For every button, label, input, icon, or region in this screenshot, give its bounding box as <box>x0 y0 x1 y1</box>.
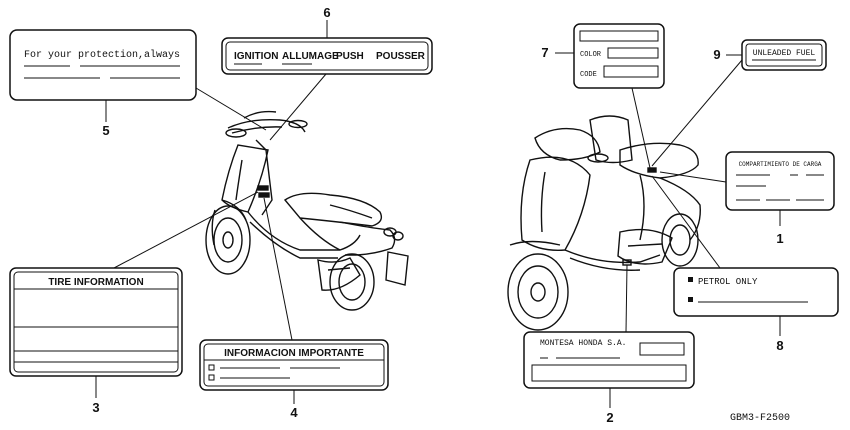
label-5-panel: For your protection,always <box>9 29 197 101</box>
leader-lines <box>113 59 743 341</box>
label-5-text: For your protection,always <box>24 49 180 61</box>
ignition-word-2: ALLUMAGE <box>282 51 339 62</box>
label-6-panel: IGNITION ALLUMAGE PUSH POUSSER <box>221 37 433 75</box>
label-9-panel: UNLEADED FUEL <box>741 39 827 71</box>
label-8-panel: PETROL ONLY <box>673 267 839 317</box>
color-label: COLOR <box>580 51 602 59</box>
callout-1: 1 <box>776 231 783 246</box>
label-1-panel: COMPARTIMIENTO DE CARGA <box>725 151 835 211</box>
callout-2: 2 <box>606 410 613 425</box>
petrol-text: PETROL ONLY <box>698 277 758 287</box>
scooter-left <box>205 110 409 311</box>
ignition-word-3: PUSH <box>336 51 364 62</box>
callout-9: 9 <box>713 47 720 62</box>
code-label: CODE <box>580 71 597 79</box>
tire-info-title: TIRE INFORMATION <box>48 277 143 288</box>
compartimiento-text: COMPARTIMIENTO DE CARGA <box>739 161 822 168</box>
callout-6: 6 <box>323 5 330 20</box>
montesa-text: MONTESA HONDA S.A. <box>540 339 626 348</box>
label-7-panel: COLOR CODE <box>573 23 665 89</box>
scooter-right <box>507 115 701 331</box>
unleaded-text: UNLEADED FUEL <box>753 49 816 58</box>
callout-3: 3 <box>92 400 99 415</box>
callout-7: 7 <box>541 45 548 60</box>
callout-8: 8 <box>776 338 783 353</box>
diagram-code: GBM3-F2500 <box>730 413 790 424</box>
callout-4: 4 <box>290 405 298 420</box>
informacion-title: INFORMACION IMPORTANTE <box>224 348 364 359</box>
callout-ticks <box>95 20 781 408</box>
ignition-word-1: IGNITION <box>234 51 278 62</box>
ignition-word-4: POUSSER <box>376 51 426 62</box>
callout-5: 5 <box>102 123 109 138</box>
label-2-panel: MONTESA HONDA S.A. <box>523 331 695 389</box>
label-3-panel: TIRE INFORMATION <box>9 267 183 377</box>
label-4-panel: INFORMACION IMPORTANTE <box>199 339 389 391</box>
